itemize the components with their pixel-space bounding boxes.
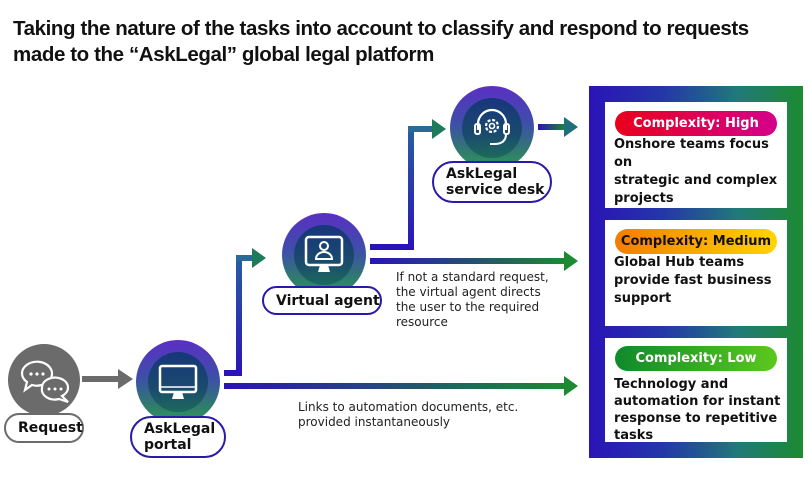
desc-line: tasks [614, 428, 654, 443]
complexity-card-medium: Complexity: Medium Global Hub teams prov… [605, 220, 787, 326]
complexity-badge-low: Complexity: Low [615, 346, 777, 371]
desc-line: Onshore teams focus on [614, 137, 769, 170]
desc-line: Global Hub teams [614, 255, 745, 270]
virtual-agent-node [282, 213, 366, 297]
arrow-portal-to-virtual-agent [224, 248, 266, 376]
badge-text: Complexity: Medium [620, 234, 772, 249]
note-line: the user to the required [396, 300, 540, 314]
monitor-user-icon [304, 235, 344, 272]
service-desk-label-line2: service desk [446, 182, 545, 198]
desc-line: automation for instant [614, 394, 781, 409]
complexity-card-low: Complexity: Low Technology and automatio… [605, 338, 787, 444]
service-desk-node [450, 86, 534, 170]
virtual-agent-label-text: Virtual agent [276, 292, 380, 309]
desc-line: projects [614, 191, 674, 206]
page-title: Taking the nature of the tasks into acco… [13, 17, 749, 66]
note-line: the virtual agent directs [396, 285, 541, 299]
portal-label-line1: AskLegal [144, 421, 216, 437]
virtual-agent-label: Virtual agent [262, 286, 382, 315]
desc-line: support [614, 291, 672, 306]
request-label: Request [4, 413, 84, 443]
desc-line: Technology and [614, 377, 729, 392]
arrow-portal-to-low [224, 376, 578, 396]
portal-label: AskLegal portal [130, 416, 226, 458]
desc-line: strategic and complex [614, 173, 778, 188]
service-desk-label-line1: AskLegal [446, 166, 518, 182]
portal-label-line2: portal [144, 437, 192, 453]
note-line: If not a standard request, [396, 270, 549, 284]
request-node [8, 344, 80, 416]
arrow-virtual-agent-to-service-desk [370, 119, 446, 250]
complexity-card-high: Complexity: High Onshore teams focus on … [605, 102, 787, 208]
arrow-virtual-agent-to-medium [370, 251, 578, 271]
desc-line: provide fast business [614, 273, 772, 288]
badge-text: Complexity: High [633, 116, 759, 131]
desc-line: response to repetitive [614, 411, 778, 426]
arrow-service-desk-to-high [538, 117, 578, 137]
arrow-request-to-portal [82, 369, 133, 389]
note-line: provided instantaneously [298, 415, 451, 429]
complexity-description-high: Onshore teams focus on strategic and com… [614, 136, 784, 208]
complexity-badge-high: Complexity: High [615, 111, 777, 136]
automation-note: Links to automation documents, etc. prov… [298, 400, 568, 430]
chat-bubbles-icon [20, 360, 70, 404]
monitor-icon [158, 364, 198, 399]
portal-node [136, 340, 220, 424]
service-desk-label: AskLegal service desk [432, 161, 552, 203]
complexity-description-low: Technology and automation for instant re… [614, 376, 784, 444]
headset-gear-icon [474, 108, 510, 145]
note-line: resource [396, 315, 448, 329]
virtual-agent-note: If not a standard request, the virtual a… [396, 270, 566, 330]
badge-text: Complexity: Low [635, 351, 757, 366]
complexity-description-medium: Global Hub teams provide fast business s… [614, 254, 784, 308]
note-line: Links to automation documents, etc. [298, 400, 519, 414]
complexity-badge-medium: Complexity: Medium [615, 229, 777, 254]
request-label-text: Request [18, 420, 83, 436]
complexity-panel: Complexity: High Onshore teams focus on … [589, 86, 803, 458]
